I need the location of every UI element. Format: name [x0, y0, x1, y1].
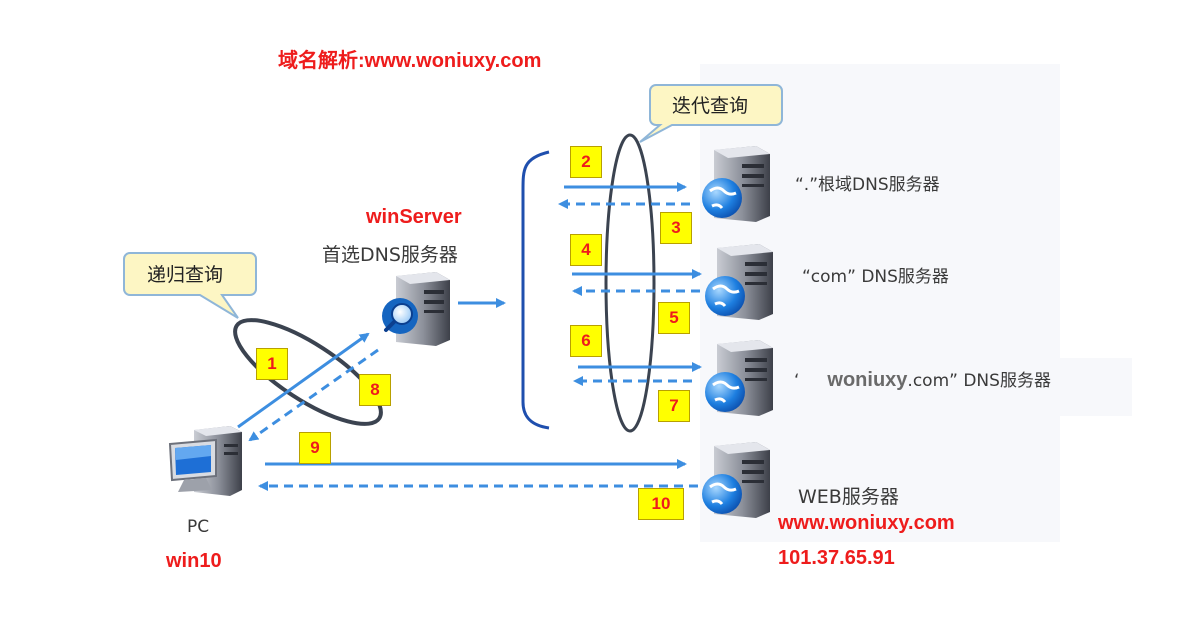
arrow-step-1 — [237, 332, 370, 429]
step-4-badge: 4 — [570, 234, 602, 266]
step-3-badge: 3 — [660, 212, 692, 244]
step-6-badge: 6 — [570, 325, 602, 357]
woniuxy-dns-label: ‘ woniuxy.com” DNS服务器 — [794, 366, 1051, 392]
page-title: 域名解析:www.woniuxy.com — [278, 50, 542, 72]
arrow-step-8 — [248, 348, 379, 442]
step-7-badge: 7 — [658, 390, 690, 422]
win-server-name: winServer — [366, 206, 462, 228]
iterative-bracket — [521, 150, 550, 430]
step-8-badge: 8 — [359, 374, 391, 406]
iterative-query-label: 迭代查询 — [672, 95, 749, 117]
root-dns-server-icon — [702, 146, 770, 222]
pc-os-label: win10 — [166, 550, 222, 572]
woniuxy-dns-label-prefix: ‘ — [794, 371, 800, 391]
web-domain: www.woniuxy.com — [778, 512, 955, 534]
step-9-badge: 9 — [299, 432, 331, 464]
iterative-ellipse — [604, 133, 656, 433]
recursive-query-callout — [123, 252, 257, 319]
root-dns-label: “.”根域DNS服务器 — [795, 175, 940, 195]
pc-icon — [168, 426, 242, 496]
recursive-ellipse — [233, 318, 383, 426]
woniuxy-dns-server-icon — [705, 340, 773, 416]
com-dns-label: “com” DNS服务器 — [802, 267, 949, 287]
preferred-dns-label: 首选DNS服务器 — [322, 244, 458, 266]
pc-label: PC — [187, 517, 210, 537]
step-1-badge: 1 — [256, 348, 288, 380]
web-server-icon — [702, 442, 770, 518]
preferred-dns-server-icon — [382, 272, 450, 346]
iterative-query-callout — [639, 84, 783, 143]
step-10-badge: 10 — [638, 488, 684, 520]
web-ip: 101.37.65.91 — [778, 547, 895, 569]
recursive-query-label: 递归查询 — [147, 264, 224, 286]
step-5-badge: 5 — [658, 302, 690, 334]
com-dns-server-icon — [705, 244, 773, 320]
web-server-label: WEB服务器 — [798, 486, 899, 508]
step-2-badge: 2 — [570, 146, 602, 178]
woniuxy-dns-label-bold: woniuxy — [827, 369, 908, 391]
woniuxy-dns-label-suffix: .com” DNS服务器 — [907, 371, 1051, 391]
